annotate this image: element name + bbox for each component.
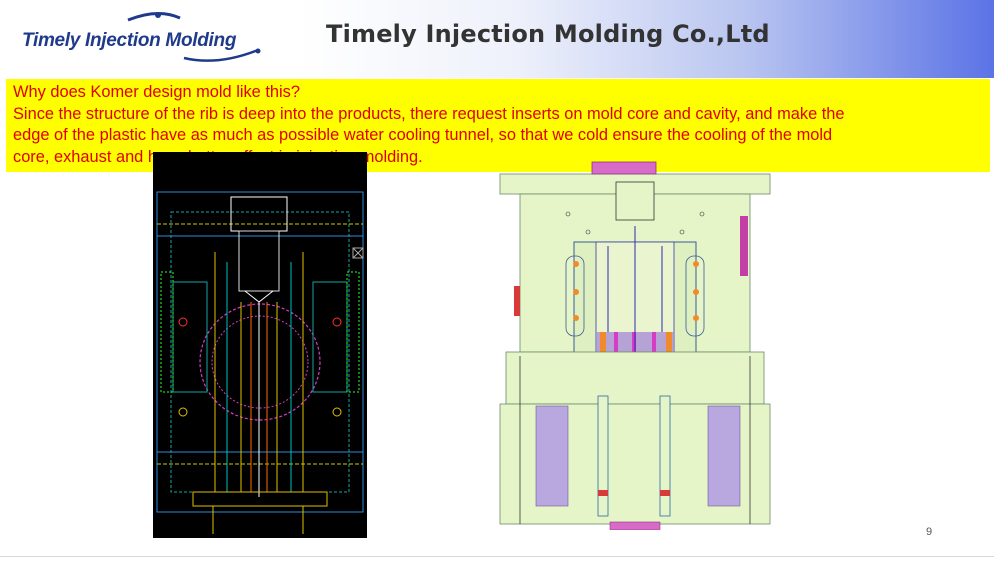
note-question: Why does Komer design mold like this?	[13, 83, 300, 101]
company-logo: Timely Injection Molding	[8, 6, 278, 72]
header-banner: Timely Injection Molding Timely Injectio…	[0, 0, 994, 78]
company-title: Timely Injection Molding Co.,Ltd	[326, 20, 770, 48]
note-line-1: Since the structure of the rib is deep i…	[13, 104, 845, 123]
note-line-2: edge of the plastic have as much as poss…	[13, 126, 833, 144]
slide-bottom-divider	[0, 556, 994, 557]
logo-swoosh-icon	[127, 12, 261, 62]
cad-drawing-right	[496, 156, 774, 531]
page-number: 9	[926, 526, 933, 538]
logo-text: Timely Injection Molding	[22, 30, 237, 51]
mold-assembly-drawing	[499, 161, 771, 531]
mold-section-wireframe	[153, 152, 367, 538]
cad-drawing-left	[153, 152, 367, 538]
